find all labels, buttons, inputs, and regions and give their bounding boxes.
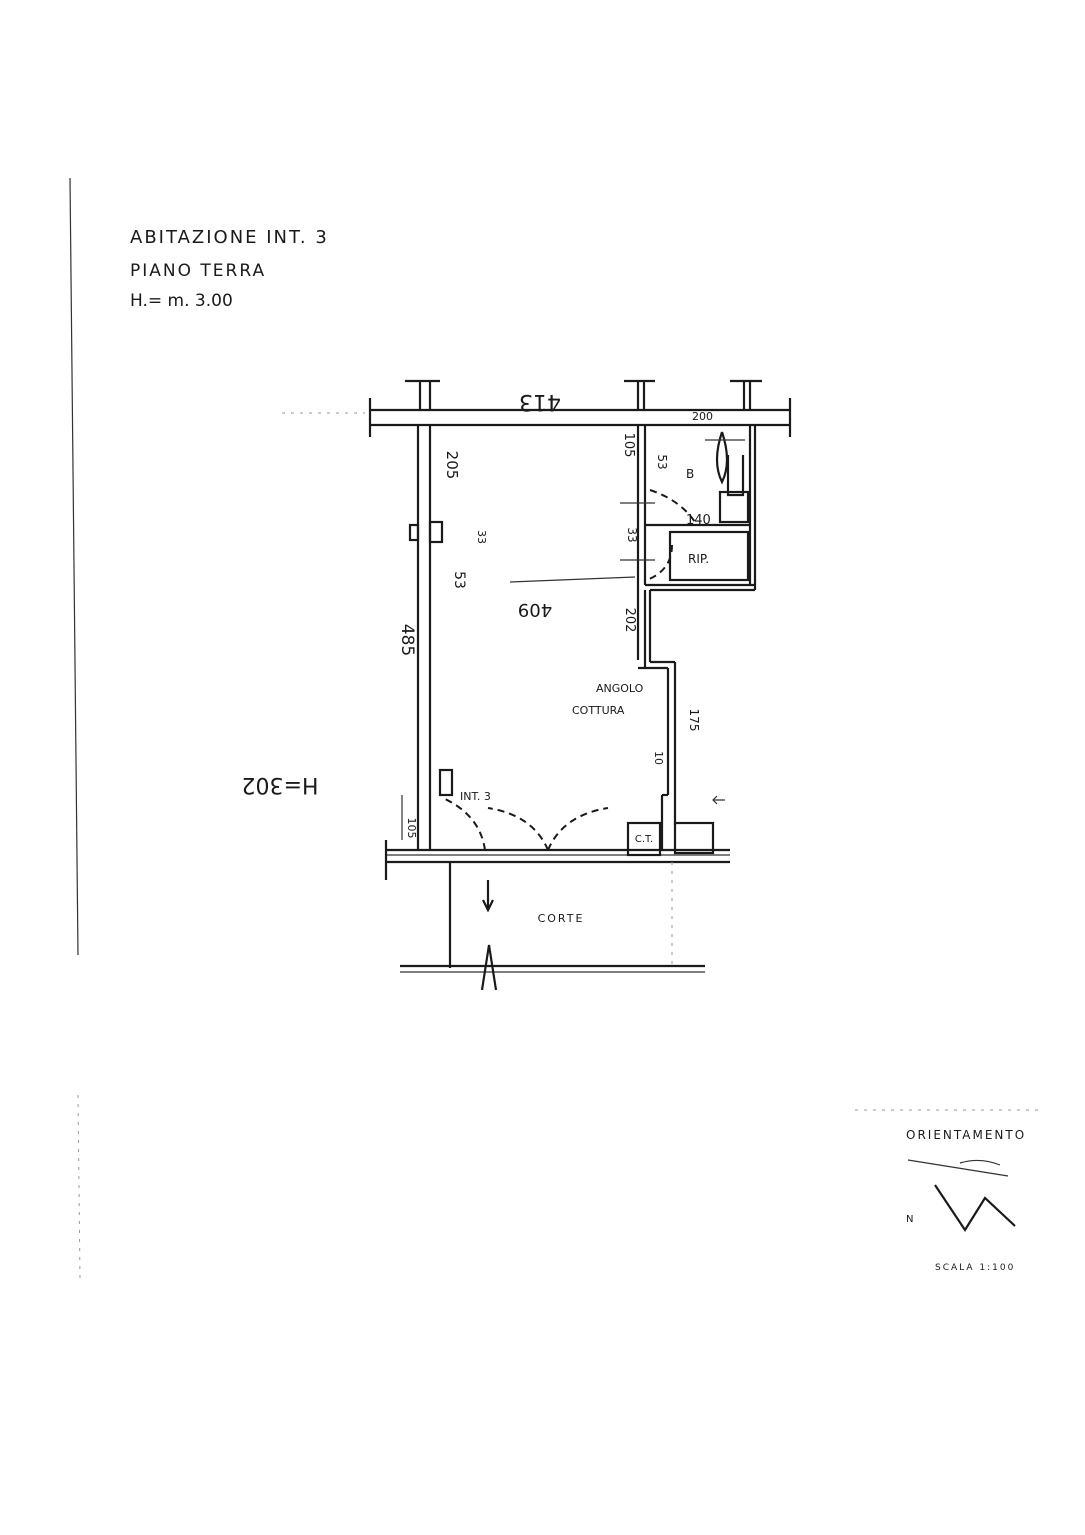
- dimension-bath-door: 53: [655, 454, 669, 469]
- title-line-3: H.= m. 3.00: [130, 291, 233, 311]
- dimension-left: 485: [397, 624, 417, 656]
- bathroom-label: B: [686, 467, 694, 481]
- dimension-line: [509, 576, 636, 583]
- compass-icon: [907, 1159, 1016, 1233]
- storage-door-swing: [646, 544, 673, 581]
- margin-line: [69, 177, 79, 956]
- arrow-icon: [712, 795, 725, 805]
- entrance-door-swing: [442, 797, 486, 851]
- margin-line-lower: [77, 1094, 81, 1281]
- bathroom-door-swing: [649, 489, 696, 523]
- dimension-left-upper: 205: [443, 451, 461, 480]
- kitchen-label-line-2: COTTURA: [572, 704, 625, 717]
- scale-label: SCALA 1:100: [935, 1263, 1015, 1273]
- left-wall: [408, 425, 454, 850]
- window-door-swing-right: [547, 807, 609, 851]
- orientation-label: ORIENTAMENTO: [906, 1128, 1026, 1142]
- bathroom-walls: [620, 425, 757, 660]
- dimension-door-left: 53: [451, 571, 467, 589]
- title-line-1: ABITAZIONE INT. 3: [130, 227, 329, 248]
- dimension-middle: 409: [518, 599, 552, 620]
- window-door-swing-left: [487, 807, 549, 851]
- dimension-bath-top: 200: [692, 410, 713, 423]
- height-note: H=302: [242, 772, 319, 797]
- dimension-bottom-left: 105: [405, 818, 418, 839]
- dimension-door-bath: 105: [621, 433, 636, 458]
- bottom-wall: [384, 795, 730, 880]
- dimension-side: 202: [622, 608, 637, 633]
- dimension-top: 413: [519, 389, 561, 414]
- title-line-2: PIANO TERRA: [130, 261, 266, 281]
- dimension-right: 175: [687, 709, 701, 732]
- kitchen-walls: [638, 590, 677, 850]
- north-mark: N: [906, 1214, 913, 1225]
- top-wall: [282, 379, 792, 437]
- kitchen-label-line-1: ANGOLO: [596, 682, 644, 695]
- entrance-label: INT. 3: [460, 790, 491, 803]
- boiler-label: C.T.: [635, 834, 653, 845]
- dimension-small: 33: [475, 530, 488, 544]
- dimension-right-small: 10: [652, 751, 665, 765]
- dimension-bath-wall: 140: [686, 513, 711, 528]
- courtyard-label: CORTE: [538, 912, 585, 925]
- courtyard: [400, 862, 705, 991]
- storage-label: RIP.: [688, 552, 709, 566]
- dimension-small-2: 33: [625, 527, 639, 542]
